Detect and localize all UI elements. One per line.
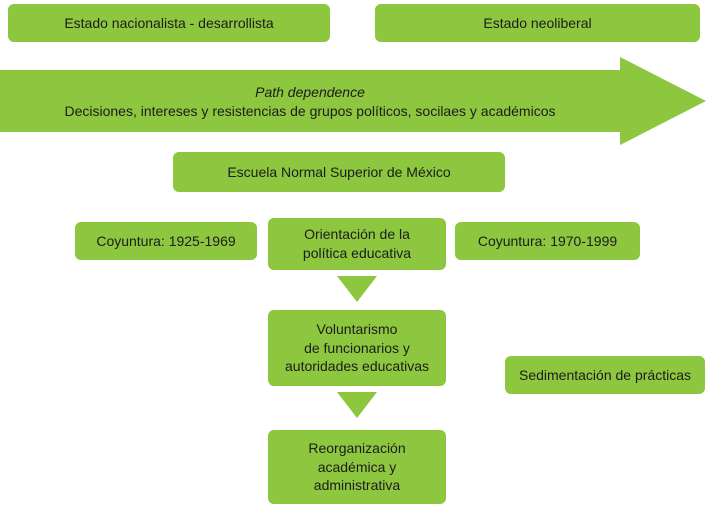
- path-dependence-arrow-text: Path dependence Decisiones, intereses y …: [0, 70, 620, 132]
- node-orientacion-politica-educativa: Orientación de la política educativa: [268, 218, 446, 270]
- node-voluntarismo: Voluntarismo de funcionarios y autoridad…: [268, 310, 446, 386]
- node-escuela-normal-superior: Escuela Normal Superior de México: [173, 152, 505, 192]
- node-coyuntura-1925-1969: Coyuntura: 1925-1969: [75, 222, 257, 260]
- path-dependence-arrow-head-icon: [620, 57, 706, 145]
- node-reorganizacion-academica: Reorganización académica y administrativ…: [268, 430, 446, 504]
- node-estado-neoliberal: Estado neoliberal: [375, 4, 700, 42]
- node-estado-nacionalista-desarrollista: Estado nacionalista - desarrollista: [8, 4, 330, 42]
- down-arrow-icon-1: [337, 276, 377, 302]
- node-sedimentacion-practicas: Sedimentación de prácticas: [505, 356, 705, 394]
- path-dependence-subtitle: Decisiones, intereses y resistencias de …: [64, 102, 556, 119]
- node-coyuntura-1970-1999: Coyuntura: 1970-1999: [455, 222, 640, 260]
- down-arrow-icon-2: [337, 392, 377, 418]
- path-dependence-arrow-body: [0, 70, 620, 132]
- path-dependence-title: Path dependence: [255, 83, 365, 100]
